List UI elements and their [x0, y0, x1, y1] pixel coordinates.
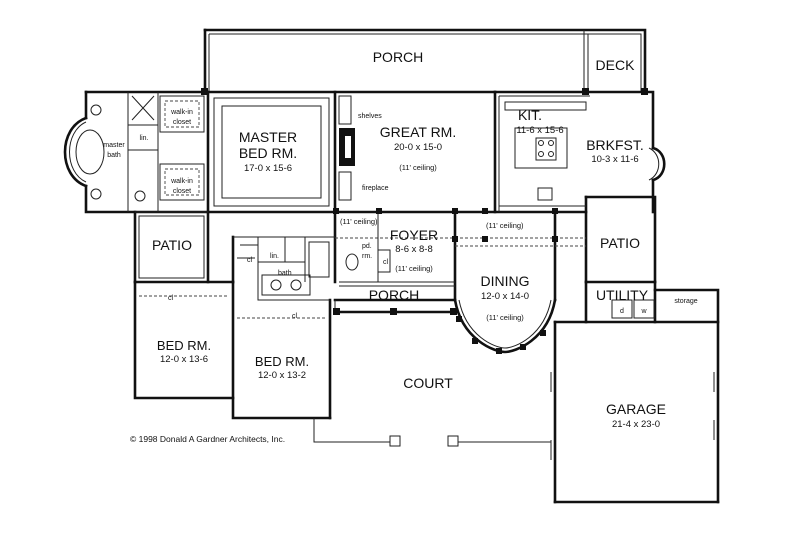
kitchen-label: KIT. [518, 107, 542, 123]
bed-1-dims: 12-0 x 13-6 [160, 354, 208, 365]
foyer-label: FOYER [390, 227, 438, 243]
utility-fixtures [611, 299, 655, 319]
deck-label: DECK [596, 57, 636, 73]
dining-bay [453, 298, 557, 354]
porch-front-label: PORCH [369, 287, 420, 303]
master-bath-bay [63, 92, 205, 212]
bed-2-label: BED RM. [255, 354, 309, 369]
dining-dims: 12-0 x 14-0 [481, 291, 529, 302]
utility-label: UTILITY [596, 287, 649, 303]
master-bed-label-2: BED RM. [239, 145, 297, 161]
hall-ceiling-right: (11' ceiling) [486, 221, 524, 230]
garage-label: GARAGE [606, 401, 666, 417]
kitchen-dims: 11-6 x 15-6 [516, 125, 563, 136]
breakfast-bay [648, 146, 666, 182]
cl-bed-2: cl [292, 313, 298, 320]
closet-lines [139, 257, 326, 319]
main-walls [84, 90, 720, 504]
walk-in-closet-2a: walk-in [170, 178, 193, 185]
master-bed-label-1: MASTER [239, 129, 297, 145]
lin-label-master: lin. [140, 135, 149, 142]
pd-rm-label-2: rm. [362, 253, 372, 260]
hall-foyer [333, 208, 586, 282]
breakfast-label: BRKFST. [586, 137, 644, 153]
rear-porch-outline [201, 28, 648, 95]
garage-dims: 21-4 x 23-0 [612, 419, 660, 430]
dining-label: DINING [481, 273, 530, 289]
court-label: COURT [403, 375, 453, 391]
hall-ceiling-left: (11' ceiling) [340, 217, 378, 226]
master-bath-label-1: master [103, 142, 125, 149]
court-walks [313, 418, 551, 447]
bath-label: bath [278, 270, 292, 277]
storage-label: storage [674, 298, 697, 305]
washer-label: w [640, 308, 647, 315]
great-room-label: GREAT RM. [380, 124, 457, 140]
foyer-ceiling: (11' ceiling) [395, 264, 433, 273]
dining-ceiling: (11' ceiling) [486, 313, 524, 322]
great-room-ceiling: (11' ceiling) [399, 163, 437, 172]
walk-in-closet-1b: closet [173, 119, 191, 126]
lin-bath-hall: lin. [270, 253, 279, 260]
fireplace [338, 95, 355, 201]
walk-in-closet-2b: closet [173, 188, 191, 195]
master-bath-label-2: bath [107, 152, 121, 159]
cl-bath-hall: cl [247, 257, 253, 264]
garage-doors [550, 372, 715, 460]
fireplace-label: fireplace [362, 185, 389, 192]
master-bed-dims: 17-0 x 15-6 [244, 163, 292, 174]
dryer-label: d [620, 308, 624, 315]
patio-left-label: PATIO [152, 237, 192, 253]
patio-right-label: PATIO [600, 235, 640, 251]
copyright: © 1998 Donald A Gardner Architects, Inc. [130, 434, 285, 444]
cl-foyer: cl [383, 259, 389, 266]
foyer-dims: 8-6 x 8-8 [395, 244, 433, 255]
front-porch [333, 281, 457, 315]
kitchen-fixtures [498, 95, 590, 212]
porch-top-label: PORCH [373, 49, 424, 65]
breakfast-dims: 10-3 x 11-6 [591, 154, 638, 165]
bed-2-dims: 12-0 x 13-2 [258, 370, 306, 381]
left-patio [135, 211, 208, 279]
great-room-dims: 20-0 x 15-0 [394, 142, 442, 153]
cl-bed-1: cl [168, 295, 174, 302]
shelves-label: shelves [358, 113, 382, 120]
bed-1-label: BED RM. [157, 338, 211, 353]
walk-in-closet-1a: walk-in [170, 109, 193, 116]
pd-rm-label-1: pd. [362, 243, 372, 250]
master-bed-tray [213, 97, 330, 207]
baths-bedwing [233, 236, 359, 301]
